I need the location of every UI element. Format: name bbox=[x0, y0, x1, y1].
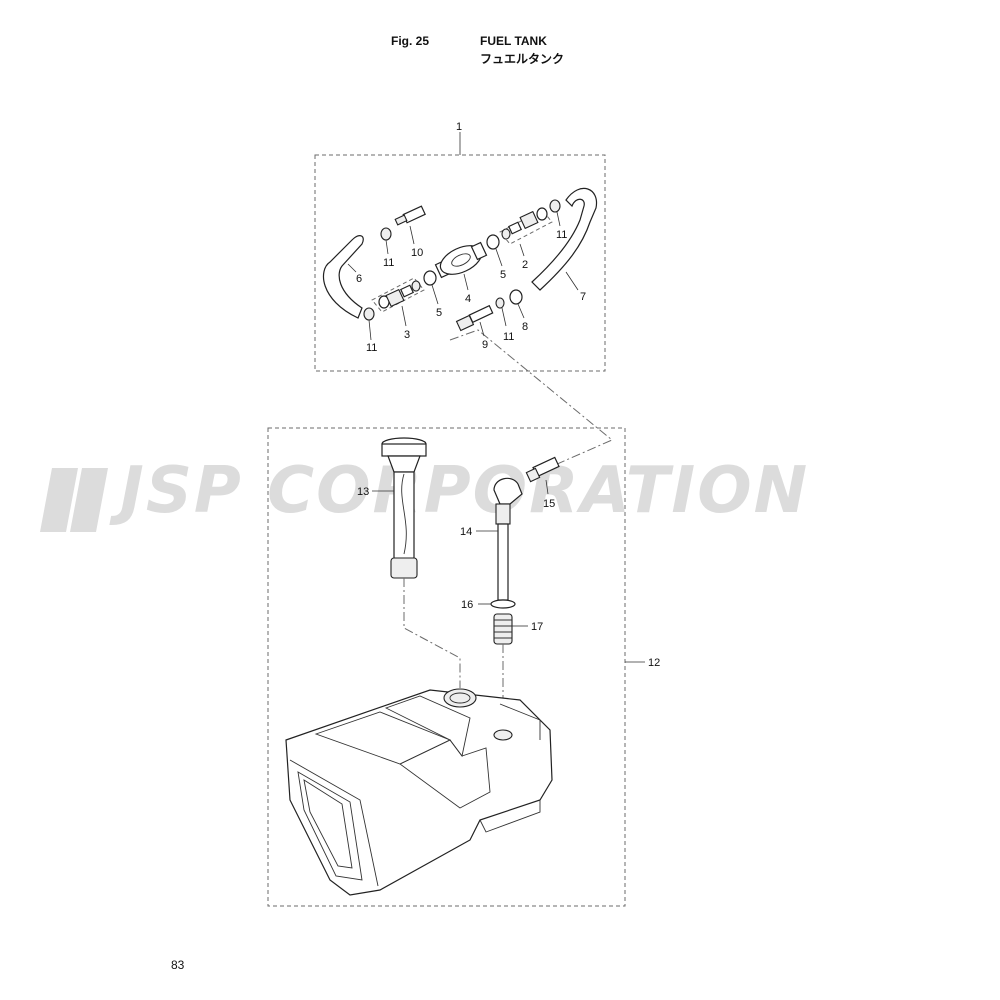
hose-7 bbox=[531, 187, 598, 291]
callout-11c: 11 bbox=[556, 229, 567, 241]
callout-8: 8 bbox=[522, 321, 528, 333]
primer-bulb-4 bbox=[434, 241, 488, 279]
callout-16: 16 bbox=[461, 599, 473, 611]
callout-13: 13 bbox=[357, 486, 369, 498]
callout-17: 17 bbox=[531, 621, 543, 633]
clamp-11-top bbox=[380, 227, 392, 241]
callout-15: 15 bbox=[543, 498, 555, 510]
connector-assembly-3 bbox=[371, 277, 425, 313]
callout-9: 9 bbox=[482, 339, 488, 351]
callout-5a: 5 bbox=[436, 307, 442, 319]
o-ring-16 bbox=[490, 599, 516, 609]
clamp-11-left bbox=[363, 307, 375, 321]
page-title: FUEL TANK bbox=[480, 34, 547, 48]
group-box-1 bbox=[314, 154, 606, 372]
clamp-5-right bbox=[486, 234, 500, 250]
hose-6 bbox=[322, 235, 364, 319]
connector-15 bbox=[525, 456, 560, 483]
filter-17 bbox=[493, 613, 513, 645]
callout-3: 3 bbox=[404, 329, 410, 341]
fuel-gauge-13 bbox=[381, 437, 427, 579]
connection-line-9-15 bbox=[449, 329, 613, 469]
elbow-fitting-14 bbox=[493, 477, 523, 601]
guide-line-gauge bbox=[403, 578, 461, 688]
callout-1: 1 bbox=[456, 121, 462, 133]
connector-9 bbox=[455, 304, 494, 332]
callout-5b: 5 bbox=[500, 269, 506, 281]
callout-12: 12 bbox=[648, 657, 660, 669]
callout-11b: 11 bbox=[383, 257, 394, 269]
clamp-8 bbox=[509, 289, 523, 305]
page-title-japanese: フュエルタンク bbox=[480, 52, 565, 66]
group-box-12 bbox=[267, 427, 626, 907]
callout-11a: 11 bbox=[366, 342, 377, 354]
pickup-port bbox=[493, 729, 513, 741]
connector-10 bbox=[394, 205, 426, 226]
page-number: 83 bbox=[171, 958, 185, 972]
callout-2: 2 bbox=[522, 259, 528, 271]
clamp-11-right bbox=[549, 199, 561, 213]
figure-label: Fig. 25 bbox=[391, 34, 430, 48]
connector-assembly-2 bbox=[499, 207, 553, 245]
watermark-logo-icon bbox=[40, 468, 108, 532]
watermark-text: JSP CORPORATION bbox=[109, 454, 809, 528]
fuel-gauge-port bbox=[443, 688, 477, 708]
clamp-5-left bbox=[423, 270, 437, 286]
callout-10: 10 bbox=[411, 247, 423, 259]
fuel-tank bbox=[285, 688, 553, 896]
callout-7: 7 bbox=[580, 291, 586, 303]
callout-6: 6 bbox=[356, 273, 362, 285]
callout-11d: 11 bbox=[503, 331, 514, 343]
clamp-11-lower bbox=[495, 297, 505, 309]
callout-14: 14 bbox=[460, 526, 472, 538]
callout-4: 4 bbox=[465, 293, 471, 305]
